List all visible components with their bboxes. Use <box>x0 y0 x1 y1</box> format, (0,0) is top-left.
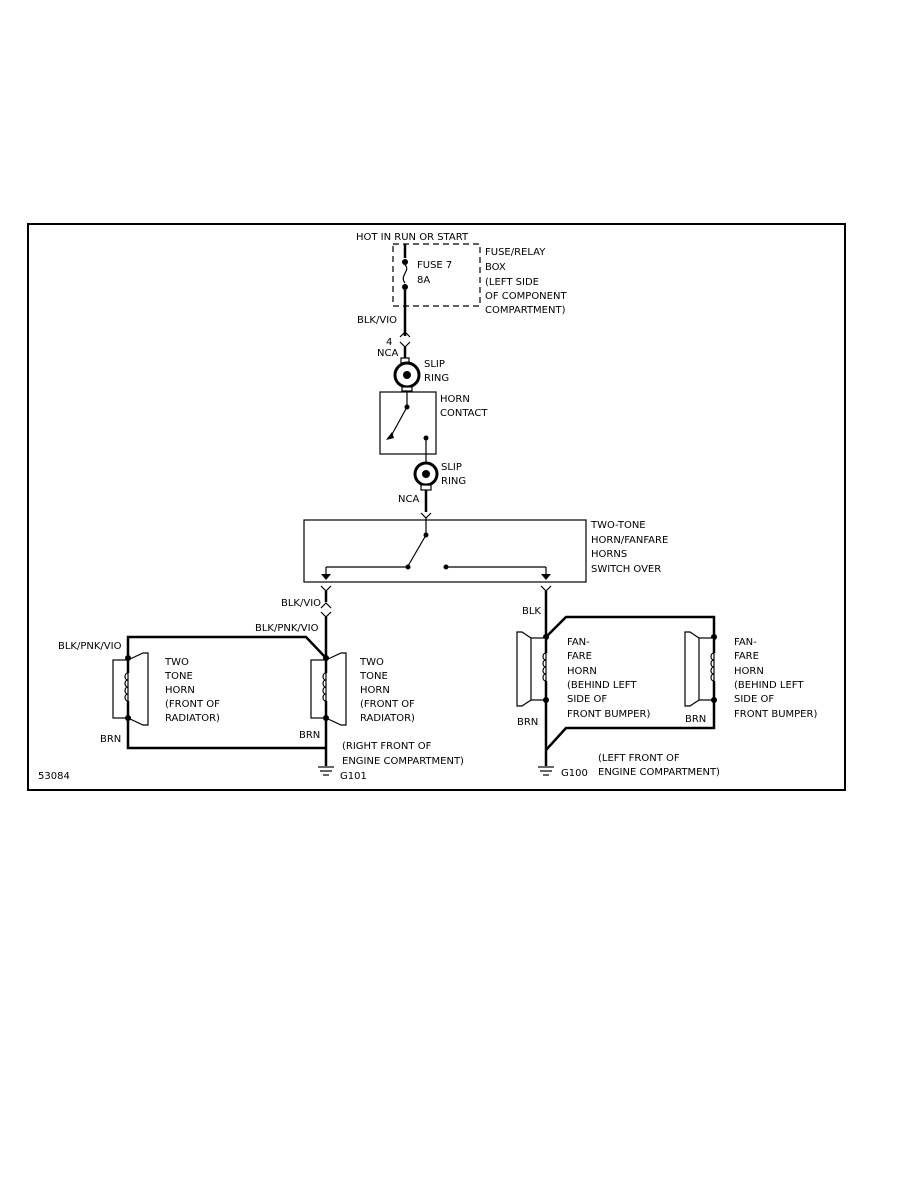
ground-g100-location: (LEFT FRONT OF <box>598 753 680 764</box>
svg-text:(BEHIND LEFT: (BEHIND LEFT <box>567 680 637 691</box>
fanfare-horn-left-symbol <box>516 631 547 707</box>
svg-text:TONE: TONE <box>164 671 193 682</box>
fanfare-horn-left-label: FAN- FARE HORN (BEHIND LEFT SIDE OF FRON… <box>567 637 650 720</box>
horn-contact-label-2: CONTACT <box>440 408 488 419</box>
figure-id: 53084 <box>38 771 70 782</box>
svg-text:FARE: FARE <box>734 651 759 662</box>
svg-text:HORN: HORN <box>165 685 195 696</box>
diagram-frame <box>27 223 846 791</box>
slip-ring-top-symbol <box>393 357 421 392</box>
connector-nca-top: NCA <box>377 348 398 359</box>
wire-label-blk-right: BLK <box>522 606 541 617</box>
slip-ring-top-label-2: RING <box>424 373 449 384</box>
svg-text:FAN-: FAN- <box>567 637 590 648</box>
ground-g100-location-2: ENGINE COMPARTMENT) <box>598 767 720 778</box>
ground-g100-symbol <box>538 766 554 776</box>
wire-label-blk-vio-top: BLK/VIO <box>357 315 397 326</box>
fuse-label: FUSE 7 <box>417 260 452 271</box>
fuse-rating: 8A <box>417 275 430 286</box>
slip-ring-top-label: SLIP <box>424 359 445 370</box>
svg-text:COMPARTMENT): COMPARTMENT) <box>485 305 566 316</box>
wire-label-blk-pnk-vio-outer: BLK/PNK/VIO <box>58 641 122 652</box>
hot-label: HOT IN RUN OR START <box>356 232 469 243</box>
svg-text:HORN: HORN <box>567 666 597 677</box>
svg-text:HORN: HORN <box>734 666 764 677</box>
svg-text:FARE: FARE <box>567 651 592 662</box>
wire-label-brn-fanfare-right: BRN <box>685 714 706 725</box>
slip-ring-bottom-label: SLIP <box>441 462 462 473</box>
svg-text:BOX: BOX <box>485 262 506 273</box>
svg-text:FRONT BUMPER): FRONT BUMPER) <box>567 709 650 720</box>
fuse-box-location: FUSE/RELAY BOX (LEFT SIDE OF COMPONENT C… <box>485 247 567 316</box>
svg-text:OF COMPONENT: OF COMPONENT <box>485 291 567 302</box>
fanfare-horn-right-symbol <box>684 631 715 707</box>
slip-ring-bottom-label-2: RING <box>441 476 466 487</box>
switch-over-label: TWO-TONE HORN/FANFARE HORNS SWITCH OVER <box>590 520 668 575</box>
connector-left-branch <box>320 602 332 618</box>
wire-label-blk-pnk-vio-main: BLK/PNK/VIO <box>255 623 319 634</box>
slip-ring-bottom-symbol <box>413 461 439 491</box>
svg-text:TWO: TWO <box>359 657 384 668</box>
svg-text:(LEFT SIDE: (LEFT SIDE <box>485 277 539 288</box>
horn-contact-box <box>379 391 437 455</box>
horn-contact-label: HORN <box>440 394 470 405</box>
two-tone-horn-inner-symbol <box>310 652 347 726</box>
svg-text:(FRONT OF: (FRONT OF <box>360 699 415 710</box>
fanfare-horn-right-label: FAN- FARE HORN (BEHIND LEFT SIDE OF FRON… <box>734 637 817 720</box>
switch-over-box <box>303 519 587 583</box>
svg-text:HORN/FANFARE: HORN/FANFARE <box>591 535 668 546</box>
connector-nca-bottom: NCA <box>398 494 419 505</box>
ground-g100-label: G100 <box>561 768 588 779</box>
two-tone-horn-outer-label: TWO TONE HORN (FRONT OF RADIATOR) <box>164 657 220 724</box>
svg-text:TWO: TWO <box>164 657 189 668</box>
fuse-relay-box <box>392 243 481 307</box>
wire-label-blk-vio-left: BLK/VIO <box>281 598 321 609</box>
wire-label-brn-outer-left: BRN <box>100 734 121 745</box>
ground-g101-location-2: ENGINE COMPARTMENT) <box>342 756 464 767</box>
svg-text:SWITCH OVER: SWITCH OVER <box>591 564 661 575</box>
svg-text:(FRONT OF: (FRONT OF <box>165 699 220 710</box>
svg-text:HORNS: HORNS <box>591 549 627 560</box>
wire-label-brn-inner-left: BRN <box>299 730 320 741</box>
svg-text:SIDE OF: SIDE OF <box>567 694 607 705</box>
svg-text:TWO-TONE: TWO-TONE <box>590 520 646 531</box>
two-tone-horn-inner-label: TWO TONE HORN (FRONT OF RADIATOR) <box>359 657 415 724</box>
svg-text:SIDE OF: SIDE OF <box>734 694 774 705</box>
svg-text:RADIATOR): RADIATOR) <box>165 713 220 724</box>
connector-pin: 4 <box>386 337 392 348</box>
svg-text:FRONT BUMPER): FRONT BUMPER) <box>734 709 817 720</box>
svg-text:TONE: TONE <box>359 671 388 682</box>
svg-text:(BEHIND LEFT: (BEHIND LEFT <box>734 680 804 691</box>
svg-text:FUSE/RELAY: FUSE/RELAY <box>485 247 546 258</box>
svg-text:RADIATOR): RADIATOR) <box>360 713 415 724</box>
two-tone-horn-outer-symbol <box>112 652 149 726</box>
ground-g101-location: (RIGHT FRONT OF <box>342 741 432 752</box>
fuse-symbol <box>402 259 408 290</box>
svg-text:HORN: HORN <box>360 685 390 696</box>
ground-g101-label: G101 <box>340 771 367 782</box>
ground-g101-symbol <box>318 766 334 776</box>
wire-label-brn-fanfare-left: BRN <box>517 717 538 728</box>
svg-text:FAN-: FAN- <box>734 637 757 648</box>
